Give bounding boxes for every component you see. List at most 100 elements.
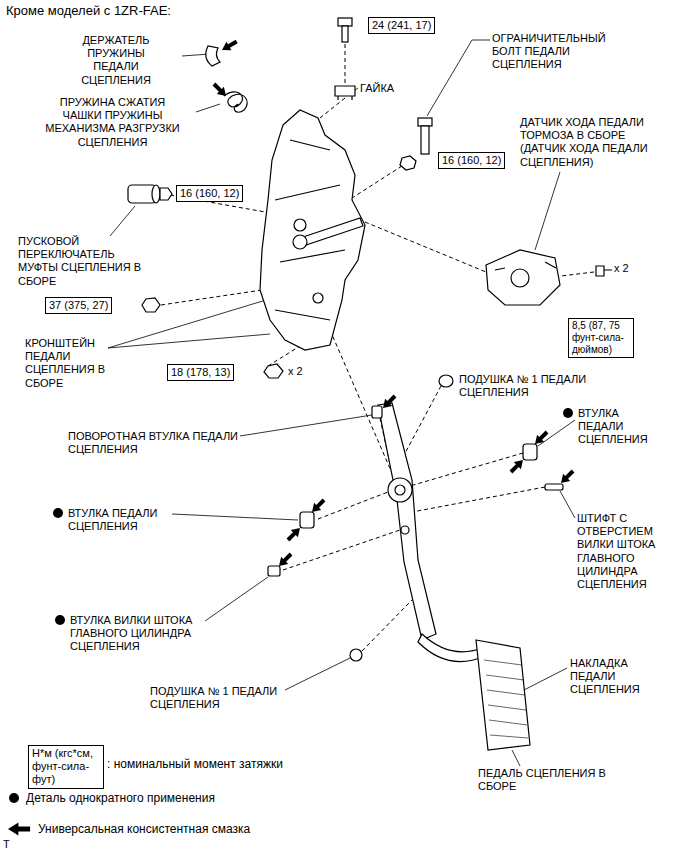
torque-value: 16 (160, 12) <box>442 154 501 167</box>
illustration-part <box>318 492 388 519</box>
illustration-part <box>224 92 247 112</box>
torque-box: 16 (160, 12) <box>438 152 505 169</box>
illustration-part <box>160 188 172 200</box>
illustration-part <box>524 668 567 690</box>
illustration-part <box>55 615 65 625</box>
part-label: ПОДУШКА № 1 ПЕДАЛИ СЦЕПЛЕНИЯ <box>150 685 290 711</box>
part-label: ПЕДАЛЬ СЦЕПЛЕНИЯ В СБОРЕ <box>478 767 608 793</box>
illustration-part <box>560 491 575 518</box>
illustration-part <box>196 104 220 112</box>
legend-text: Универсальная консистентная смазка <box>38 822 250 836</box>
illustration-part <box>8 823 30 836</box>
illustration-part <box>108 334 270 348</box>
illustration-part <box>418 634 485 662</box>
illustration-part <box>9 793 19 803</box>
torque-box: 8,5 (87, 75 фунт-сила-дюймов) <box>568 318 634 358</box>
illustration-part <box>421 126 429 154</box>
illustration-part <box>240 415 372 436</box>
torque-value: 18 (178, 13) <box>171 366 230 379</box>
illustration-part <box>264 364 283 378</box>
torque-box: 37 (375, 27) <box>45 297 112 314</box>
illustration-part <box>142 298 160 312</box>
illustration-part <box>283 530 400 570</box>
part-label: ПУСКОВОЙ ПЕРЕКЛЮЧАТЕЛЬ МУФТЫ СЦЕПЛЕНИЯ В… <box>18 235 150 288</box>
illustration-part <box>596 266 612 276</box>
illustration-part <box>220 37 240 54</box>
part-label: ВТУЛКА ПЕДАЛИ СЦЕПЛЕНИЯ <box>578 407 662 447</box>
illustration-part <box>268 566 280 576</box>
illustration-part <box>535 172 560 250</box>
illustration-part <box>400 156 416 170</box>
illustration-part <box>427 40 490 116</box>
legend-entry: : номинальный момент затяжки <box>107 757 283 771</box>
illustration-part <box>563 408 573 418</box>
illustration-part <box>210 80 229 99</box>
part-label: ДЕРЖАТЕЛЬ ПРУЖИНЫ ПЕДАЛИ СЦЕПЛЕНИЯ <box>72 34 160 87</box>
illustration-part <box>557 467 576 486</box>
part-label: ПРУЖИНА СЖАТИЯ ЧАШКИ ПРУЖИНЫ МЕХАНИЗМА Р… <box>40 96 185 149</box>
illustration-part <box>108 40 575 766</box>
illustration-part <box>342 26 348 42</box>
legend-entry: Универсальная консистентная смазка <box>38 822 250 836</box>
part-label: КРОНШТЕЙН ПЕДАЛИ СЦЕПЛЕНИЯ В СБОРЕ <box>25 337 117 390</box>
torque-box: 16 (160, 12) <box>176 185 243 202</box>
illustration-part <box>293 235 307 249</box>
quantity-mark: x 2 <box>288 365 303 378</box>
illustration-part <box>308 496 327 515</box>
illustration-part <box>418 118 432 126</box>
illustration-part <box>486 250 560 305</box>
legend-text: : номинальный момент затяжки <box>107 757 283 771</box>
illustration-part <box>412 487 545 512</box>
illustration-part <box>110 206 135 236</box>
part-label: ПОДУШКА № 1 ПЕДАЛИ СЦЕПЛЕНИЯ <box>459 373 599 399</box>
illustration-part <box>268 346 300 366</box>
illustration-part <box>285 658 350 690</box>
legend-text: Деталь однократного применения <box>26 791 215 805</box>
illustration-part <box>395 485 405 495</box>
illustration-part <box>401 526 409 534</box>
torque-value: 37 (375, 27) <box>49 299 108 312</box>
torque-box: 24 (241, 17) <box>368 17 435 34</box>
illustration-part <box>152 185 160 203</box>
illustration-part <box>294 219 306 231</box>
illustration-part <box>350 649 362 661</box>
illustration-part <box>378 403 436 640</box>
illustration-part <box>345 44 346 84</box>
illustration-part <box>284 524 303 543</box>
illustration-part <box>365 222 486 272</box>
illustration-part <box>523 444 537 460</box>
part-label: ГАЙКА <box>360 82 394 95</box>
illustration-part <box>507 456 526 475</box>
grease-arrows <box>8 37 577 835</box>
illustration-part <box>476 640 530 750</box>
illustration-part <box>172 514 298 520</box>
torque-value: 16 (160, 12) <box>180 187 239 200</box>
illustration-part <box>362 600 412 651</box>
illustration-part <box>53 508 63 518</box>
part-label: ВТУЛКА ПЕДАЛИ СЦЕПЛЕНИЯ <box>68 507 180 533</box>
illustration-part <box>372 406 382 418</box>
torque-value: Н*м (кгс*см, фунт-сила-фут) <box>32 747 100 787</box>
illustration-part <box>320 98 345 118</box>
illustration-part <box>545 484 563 490</box>
illustration-part <box>300 218 363 246</box>
illustration-part <box>300 512 314 528</box>
illustration-part <box>495 262 556 270</box>
part-label: ОГРАНИЧИТЕЛЬНЫЙ БОЛТ ПЕДАЛИ СЦЕПЛЕНИЯ <box>492 32 614 72</box>
torque-box: 18 (178, 13) <box>167 364 234 381</box>
torque-box: Н*м (кгс*см, фунт-сила-фут) <box>28 745 104 789</box>
part-label: T <box>3 838 10 851</box>
illustration-part <box>352 166 402 198</box>
part-label: ПОВОРОТНАЯ ВТУЛКА ПЕДАЛИ СЦЕПЛЕНИЯ <box>68 430 258 456</box>
torque-value: 8,5 (87, 75 фунт-сила-дюймов) <box>572 320 630 356</box>
part-label: НАКЛАДКА ПЕДАЛИ СЦЕПЛЕНИЯ <box>570 657 660 697</box>
illustration-part <box>512 750 520 766</box>
illustration-part <box>388 478 412 502</box>
illustration-part <box>161 290 262 305</box>
illustration-part <box>484 660 528 738</box>
illustration-part <box>275 550 294 569</box>
illustration-part <box>511 269 529 287</box>
diagram-title: Кроме моделей с 1ZR-FAE: <box>6 3 171 18</box>
illustration-part <box>439 375 453 387</box>
quantity-mark: x 2 <box>614 262 629 275</box>
